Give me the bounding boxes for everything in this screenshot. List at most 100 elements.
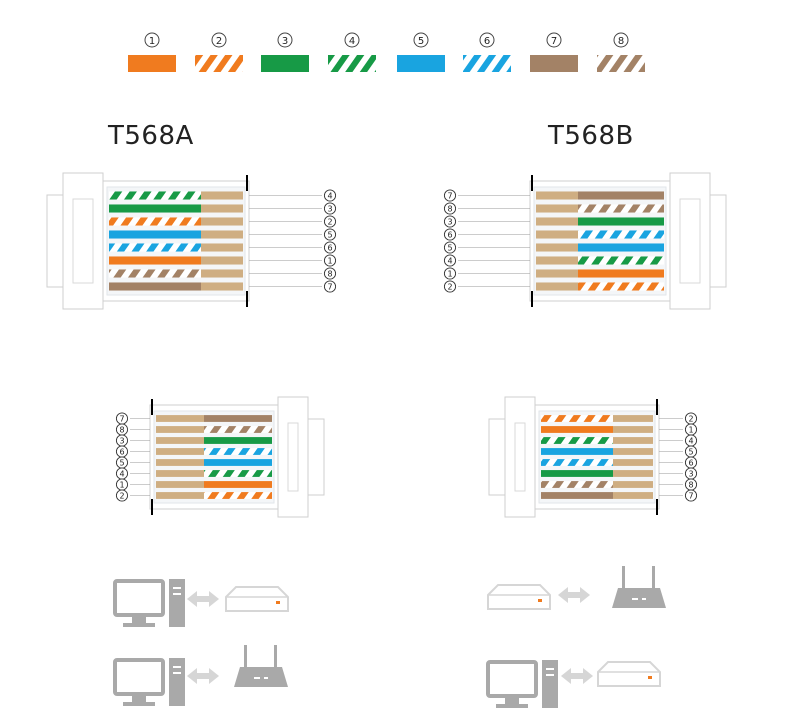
gold-contact bbox=[613, 415, 653, 422]
gold-contact bbox=[613, 426, 653, 433]
gold-contact bbox=[201, 256, 243, 265]
monitor-stand bbox=[505, 698, 519, 704]
double-arrow bbox=[558, 587, 590, 603]
legend-swatch bbox=[328, 55, 376, 72]
legend-number: 1 bbox=[149, 36, 155, 47]
gold-contact bbox=[201, 217, 243, 226]
monitor-stand bbox=[132, 617, 146, 623]
pin-number: 5 bbox=[688, 448, 693, 457]
switch-led bbox=[648, 676, 652, 679]
gold-contact bbox=[156, 481, 204, 488]
t568a-title: T568A bbox=[108, 121, 194, 151]
legend-number-circle bbox=[211, 32, 227, 48]
gold-contact bbox=[201, 191, 243, 200]
gold-contact bbox=[536, 204, 578, 213]
gold-contact bbox=[536, 243, 578, 252]
gold-contact bbox=[536, 269, 578, 278]
gold-contact bbox=[613, 448, 653, 455]
pin-number: 5 bbox=[119, 459, 124, 468]
gold-contact bbox=[536, 256, 578, 265]
legend-swatch bbox=[195, 55, 243, 72]
legend-number-circle bbox=[613, 32, 629, 48]
tower-shape bbox=[542, 660, 558, 708]
gold-contact bbox=[536, 191, 578, 200]
switch-led bbox=[276, 601, 280, 604]
wire-green-white bbox=[578, 256, 664, 265]
pin-number: 3 bbox=[447, 218, 452, 227]
tower-shape bbox=[169, 579, 185, 627]
double-arrow bbox=[187, 591, 219, 607]
tower-slot bbox=[173, 593, 181, 595]
switch-body bbox=[225, 586, 289, 612]
pin-number: 7 bbox=[688, 492, 693, 501]
legend-swatch bbox=[597, 55, 645, 72]
pin-number: 4 bbox=[447, 257, 452, 266]
switch-icon bbox=[597, 661, 661, 687]
pin-number-circle bbox=[684, 489, 698, 502]
pin-number: 2 bbox=[688, 415, 693, 424]
legend-number-circle bbox=[413, 32, 429, 48]
pin-number: 4 bbox=[119, 470, 124, 479]
monitor-shape bbox=[486, 660, 538, 698]
pin-number-circle bbox=[443, 215, 457, 228]
pin-number-circle bbox=[323, 254, 337, 267]
pin-number: 5 bbox=[447, 244, 452, 253]
wire-brown bbox=[204, 415, 272, 422]
pin-number-circle bbox=[443, 228, 457, 241]
wire-orange-white bbox=[109, 217, 201, 226]
gold-contact bbox=[613, 437, 653, 444]
legend-number: 2 bbox=[216, 36, 222, 47]
wire-blue-white bbox=[578, 230, 664, 239]
pin-number: 1 bbox=[688, 426, 693, 435]
pin-number-circle bbox=[443, 267, 457, 280]
wire-orange bbox=[578, 269, 664, 278]
wire-blue bbox=[578, 243, 664, 252]
wire-green-white bbox=[541, 437, 613, 444]
pin-number: 3 bbox=[688, 470, 693, 479]
pin-number-circle bbox=[323, 228, 337, 241]
pin-number: 8 bbox=[688, 481, 693, 490]
gold-contact bbox=[156, 437, 204, 444]
wire-green-white bbox=[109, 191, 201, 200]
gold-contact bbox=[613, 481, 653, 488]
pin-number: 1 bbox=[327, 257, 332, 266]
legend-item: 3 bbox=[261, 32, 309, 72]
connector-channel bbox=[533, 186, 667, 296]
switch-body bbox=[597, 661, 661, 687]
wire-blue bbox=[204, 459, 272, 466]
pin-number: 4 bbox=[688, 437, 693, 446]
wire-blue-white bbox=[204, 448, 272, 455]
wire-blue bbox=[109, 230, 201, 239]
legend-number-circle bbox=[546, 32, 562, 48]
computer-icon bbox=[113, 579, 185, 627]
wire-blue bbox=[541, 448, 613, 455]
wire-blue-white bbox=[541, 459, 613, 466]
pin-number: 2 bbox=[327, 218, 332, 227]
wire-green-white bbox=[204, 470, 272, 477]
computer-icon bbox=[113, 658, 185, 706]
computer-icon bbox=[486, 660, 558, 708]
pin-number: 8 bbox=[119, 426, 124, 435]
pin-number-circle bbox=[323, 267, 337, 280]
pin-number-circle bbox=[443, 189, 457, 202]
router-led bbox=[254, 677, 260, 679]
wire-orange bbox=[541, 426, 613, 433]
router-body bbox=[234, 667, 288, 687]
legend-number: 3 bbox=[282, 36, 288, 47]
pin-number-circle bbox=[323, 189, 337, 202]
antenna bbox=[622, 566, 625, 588]
pin-number: 1 bbox=[119, 481, 124, 490]
monitor-stand bbox=[132, 696, 146, 702]
gold-contact bbox=[156, 459, 204, 466]
gold-contact bbox=[156, 426, 204, 433]
pin-number-circle bbox=[323, 241, 337, 254]
wire-orange bbox=[204, 481, 272, 488]
pin-number: 3 bbox=[119, 437, 124, 446]
wire-brown-white bbox=[578, 204, 664, 213]
pin-number-circle bbox=[115, 489, 129, 502]
legend-item: 4 bbox=[328, 32, 376, 72]
tower-slot bbox=[173, 666, 181, 668]
